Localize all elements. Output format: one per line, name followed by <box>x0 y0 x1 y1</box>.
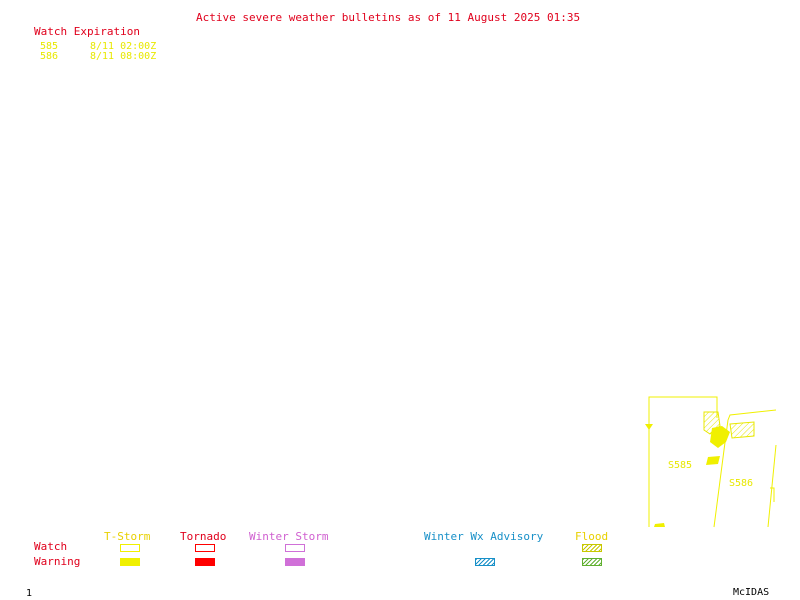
legend-flood-label: Flood <box>575 530 609 543</box>
watch-expiration-heading: Watch Expiration <box>34 25 140 38</box>
tstorm-warning-area <box>654 523 665 527</box>
flood-watch-swatch <box>582 544 602 552</box>
tstorm-warning-area <box>710 426 730 448</box>
flood-warning-swatch <box>582 558 602 566</box>
frame-number: 1 <box>26 588 33 599</box>
legend-watch-row-label: Watch <box>34 540 68 553</box>
legend-tornado-label: Tornado <box>180 530 227 543</box>
bulletin-title: Active severe weather bulletins as of 11… <box>196 11 581 24</box>
legend-warning-row-label: Warning <box>34 555 81 568</box>
watch-marker <box>645 424 653 430</box>
watch-label-585: S585 <box>668 460 692 471</box>
legend-winter-storm-label: Winter Storm <box>249 530 329 543</box>
tstorm-warning-swatch <box>120 558 140 566</box>
tstorm-watch-swatch <box>120 544 140 552</box>
watch-id: 585 <box>40 41 59 52</box>
legend-tstorm-label: T-Storm <box>104 530 151 543</box>
winter-storm-warning-swatch <box>285 558 305 566</box>
winter-wx-advisory-swatch <box>475 558 495 566</box>
legend-winter-wx-advisory-label: Winter Wx Advisory <box>424 530 544 543</box>
tornado-warning-swatch <box>195 558 215 566</box>
flood-area <box>729 421 755 439</box>
watch-586-outline <box>727 409 777 528</box>
watch-map: S585 S586 <box>645 396 777 528</box>
watch-expiry: 8/11 02:00Z <box>90 41 157 52</box>
tstorm-warning-area <box>706 456 720 465</box>
watch-label-586: S586 <box>729 478 753 489</box>
tornado-watch-swatch <box>195 544 215 552</box>
winter-storm-watch-swatch <box>285 544 305 552</box>
watch-id: 586 <box>40 51 59 62</box>
watch-expiry: 8/11 08:00Z <box>90 51 157 62</box>
brand-label: McIDAS <box>733 587 770 598</box>
